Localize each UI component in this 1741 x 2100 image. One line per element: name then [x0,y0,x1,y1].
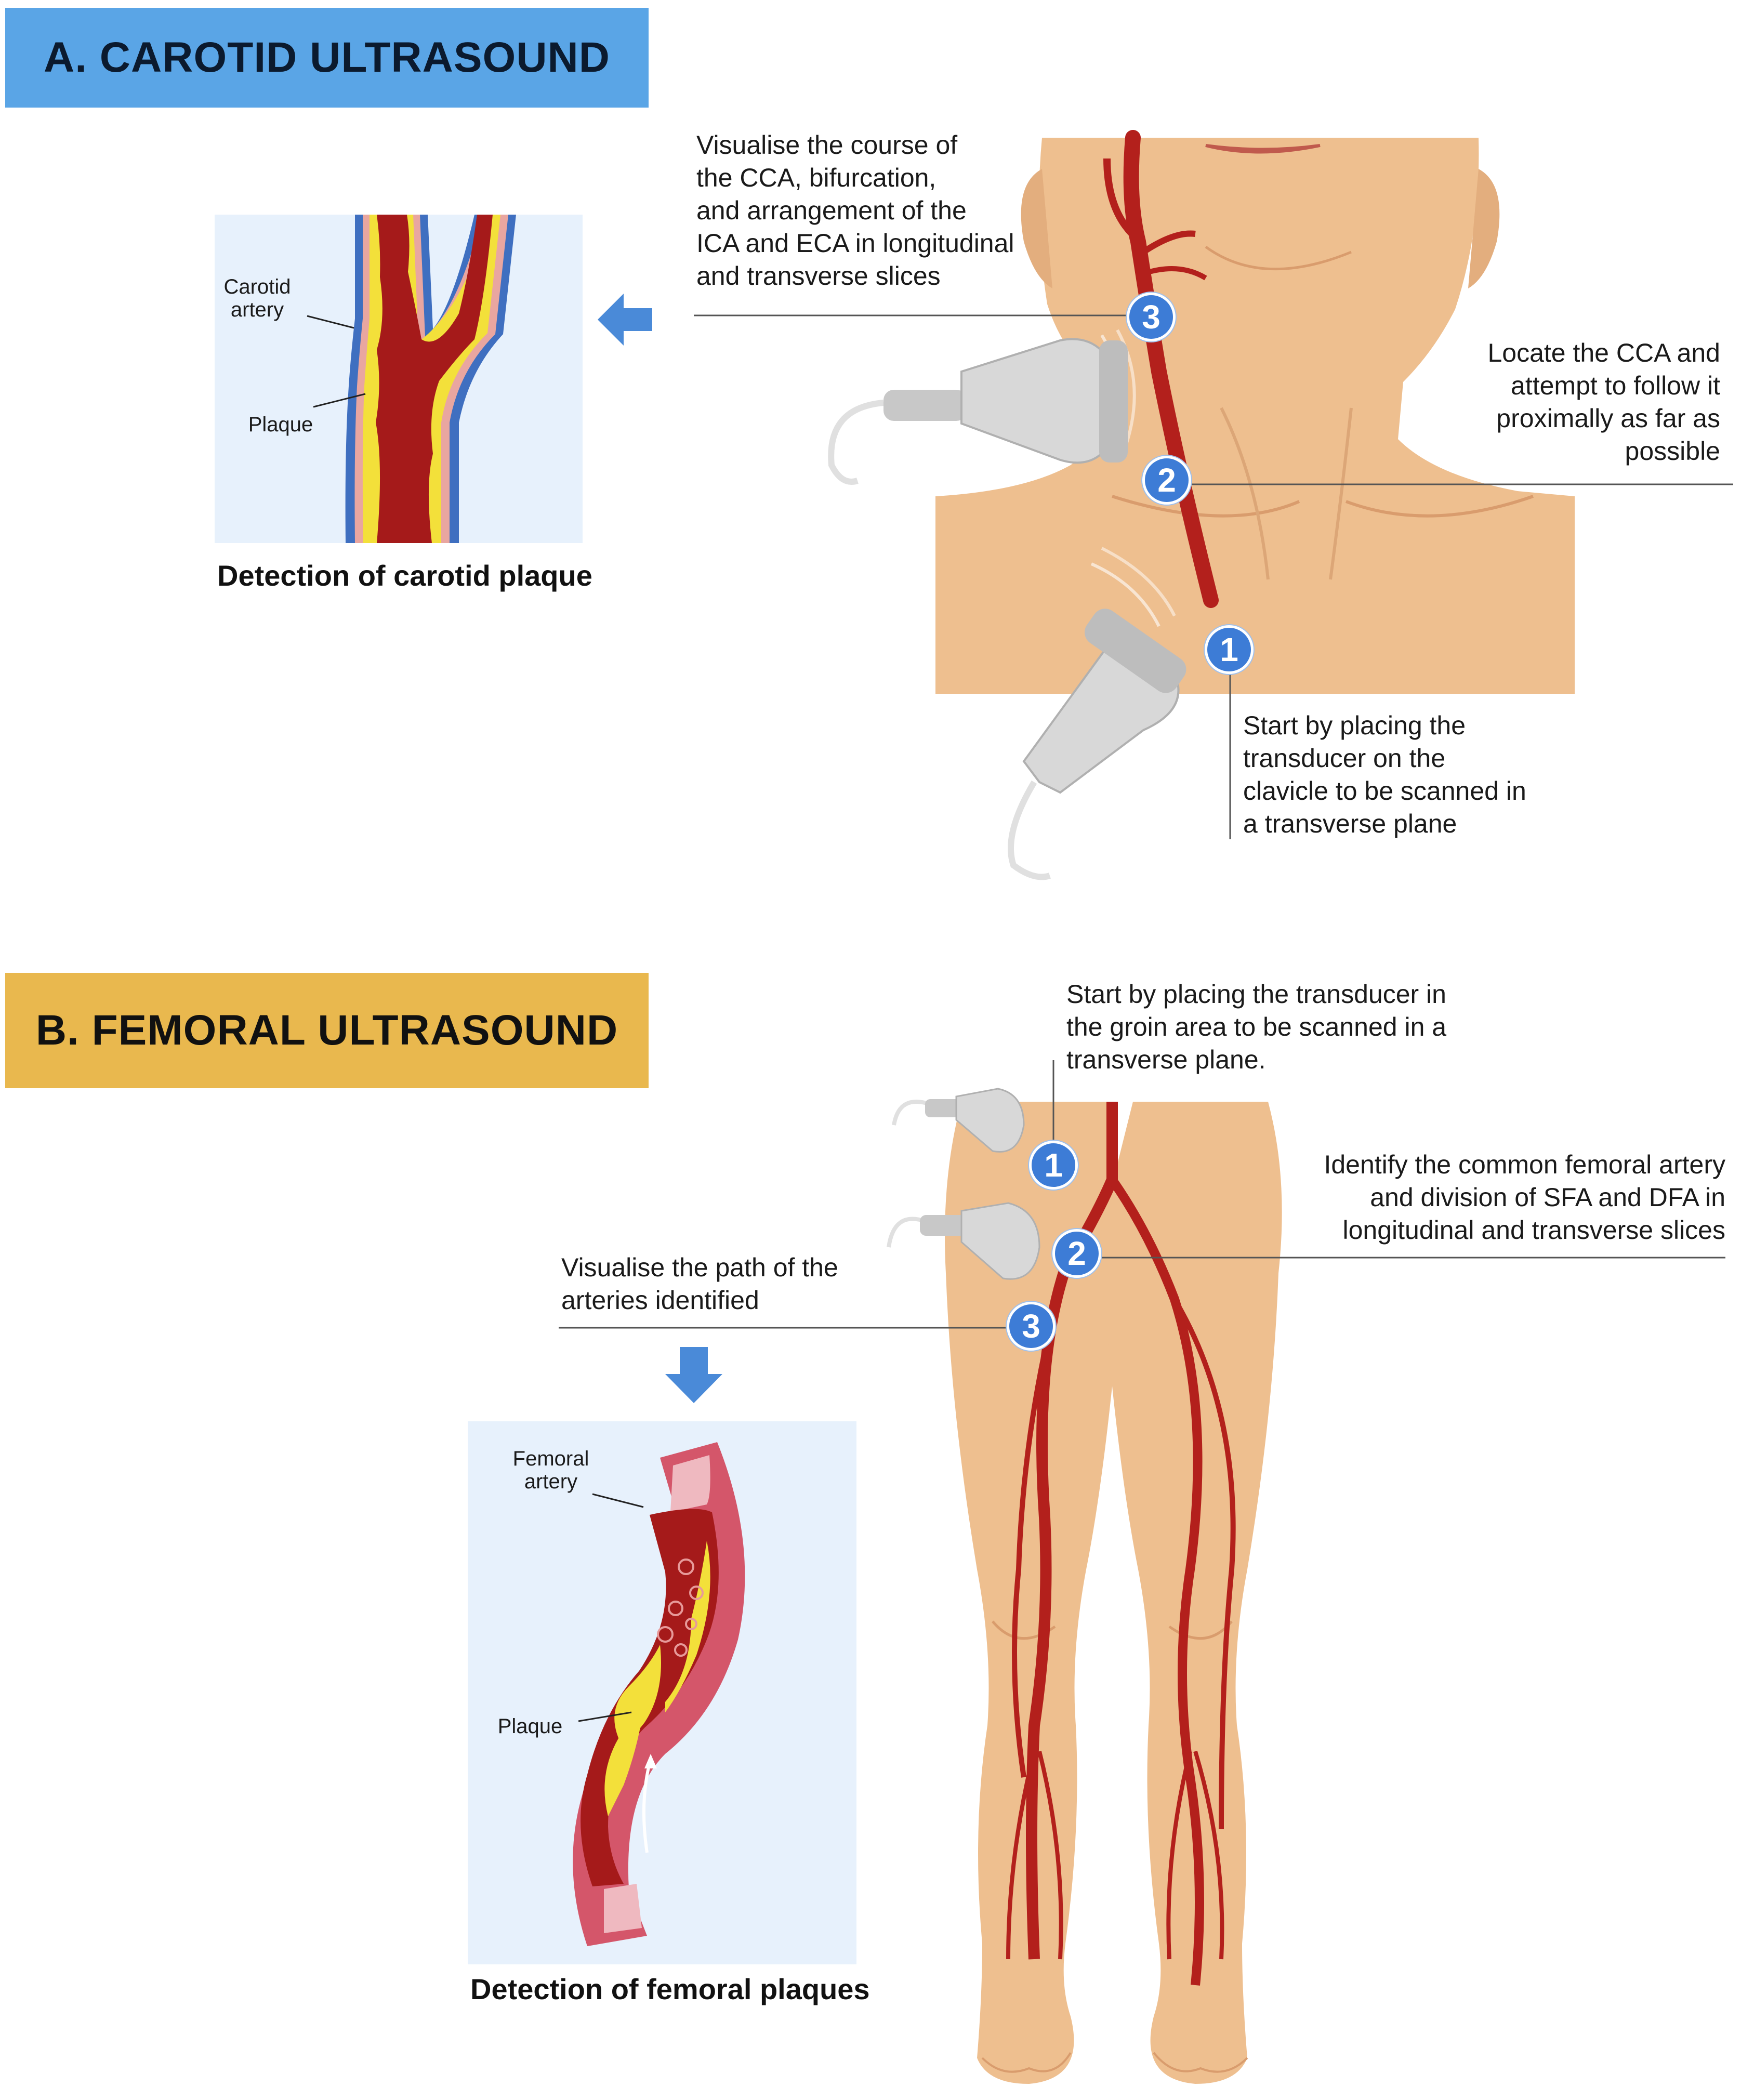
transducer-upper-icon [828,338,1128,485]
femoral-step-1-text: Start by placing the transducer in the g… [1066,980,1447,1074]
groin-transducer-upper-icon [892,1088,1025,1153]
femoral-artery-illustration [573,1442,745,1946]
carotid-label-lines [307,315,366,408]
legs-illustration [945,1102,1282,2084]
neck-torso-illustration [935,130,1575,694]
section-a-title: A. CAROTID ULTRASOUND [44,34,610,81]
carotid-step-1-badge: 1 [1205,625,1254,674]
section-b-title: B. FEMORAL ULTRASOUND [35,1007,618,1054]
section-b-banner: B. FEMORAL ULTRASOUND [5,973,649,1088]
carotid-plaque-label: Plaque [248,413,313,436]
femoral-step-1-badge: 1 [1029,1141,1078,1190]
arrow-left-icon [598,294,652,346]
carotid-step-3-badge: 3 [1127,293,1176,341]
carotid-step-2-text: Locate the CCA and attempt to follow it … [1487,338,1720,466]
groin-transducer-lower-icon [887,1202,1040,1280]
femoral-step-3-badge: 3 [1007,1302,1056,1351]
femoral-artery-label: Femoral artery [512,1447,589,1493]
carotid-step-2-badge: 2 [1142,456,1191,505]
femoral-plaque-label: Plaque [497,1715,563,1738]
carotid-artery-label: Carotid artery [223,275,291,321]
femoral-plaque-panel [468,1421,856,1964]
section-a-banner: A. CAROTID ULTRASOUND [5,8,649,108]
carotid-caption: Detection of carotid plaque [217,559,592,592]
transducer-lower-icon [1008,609,1186,880]
carotid-step-3-text: Visualise the course of the CCA, bifurca… [696,130,1014,290]
carotid-plaque-panel [215,215,583,543]
femoral-step-3-text: Visualise the path of the arteries ident… [561,1253,838,1315]
femoral-step-2-text: Identify the common femoral artery and d… [1324,1150,1725,1245]
femoral-caption: Detection of femoral plaques [470,1973,870,2005]
carotid-artery-illustration [345,215,516,543]
carotid-step-1-text: Start by placing the transducer on the c… [1243,711,1526,838]
femoral-step-2-badge: 2 [1052,1229,1101,1278]
arrow-down-icon [665,1347,722,1403]
